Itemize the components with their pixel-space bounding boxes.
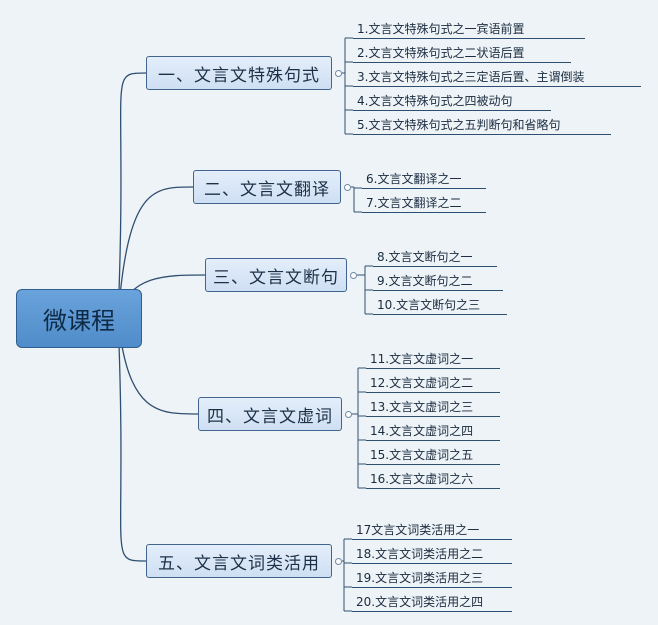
subtopic-item[interactable]: 9.文言文断句之二 <box>373 271 503 291</box>
subtopic-item[interactable]: 11.文言文虚词之一 <box>366 349 500 369</box>
branch-topic-4[interactable]: 四、文言文虚词 <box>198 397 342 431</box>
subtopic-item[interactable]: 2.文言文特殊句式之二状语后置 <box>353 43 571 63</box>
subtopic-item[interactable]: 15.文言文虚词之五 <box>366 445 500 465</box>
subtopic-item[interactable]: 3.文言文特殊句式之三定语后置、主谓倒装 <box>353 67 641 87</box>
branch-connector <box>117 317 147 562</box>
subtopic-item[interactable]: 7.文言文翻译之二 <box>362 193 486 213</box>
branch-topic-1[interactable]: 一、文言文特殊句式 <box>146 56 332 90</box>
collapse-toggle-icon[interactable] <box>350 272 357 279</box>
central-topic-label: 微课程 <box>43 307 115 335</box>
subtopic-item[interactable]: 13.文言文虚词之三 <box>366 397 500 417</box>
subtopic-item[interactable]: 18.文言文词类活用之二 <box>352 544 512 564</box>
subtopic-item[interactable]: 12.文言文虚词之二 <box>366 373 500 393</box>
branch-connector <box>117 186 194 319</box>
branch-topic-3[interactable]: 三、文言文断句 <box>205 258 347 292</box>
branch-topic-label: 五、文言文词类活用 <box>158 553 320 574</box>
subtopic-item[interactable]: 17文言文词类活用之一 <box>352 520 512 540</box>
subtopic-item[interactable]: 4.文言文特殊句式之四被动句 <box>353 91 551 111</box>
subtopic-item[interactable]: 20.文言文词类活用之四 <box>352 592 512 612</box>
collapse-toggle-icon[interactable] <box>335 70 342 77</box>
branch-topic-label: 三、文言文断句 <box>213 267 339 288</box>
collapse-toggle-icon[interactable] <box>344 184 351 191</box>
subtopic-item[interactable]: 16.文言文虚词之六 <box>366 469 500 489</box>
branch-topic-label: 一、文言文特殊句式 <box>158 65 320 86</box>
collapse-toggle-icon[interactable] <box>335 558 342 565</box>
subtopic-item[interactable]: 14.文言文虚词之四 <box>366 421 500 441</box>
branch-topic-2[interactable]: 二、文言文翻译 <box>193 170 341 204</box>
subtopic-item[interactable]: 8.文言文断句之一 <box>373 247 497 267</box>
subtopic-item[interactable]: 6.文言文翻译之一 <box>362 169 486 189</box>
subtopic-item[interactable]: 5.文言文特殊句式之五判断句和省略句 <box>353 115 611 135</box>
subtopic-item[interactable]: 19.文言文词类活用之三 <box>352 568 512 588</box>
branch-topic-label: 二、文言文翻译 <box>204 179 330 200</box>
collapse-toggle-icon[interactable] <box>345 411 352 418</box>
branch-topic-label: 四、文言文虚词 <box>207 406 333 427</box>
branch-connector <box>117 72 147 319</box>
branch-topic-5[interactable]: 五、文言文词类活用 <box>146 544 332 578</box>
central-topic[interactable]: 微课程 <box>16 289 142 348</box>
subtopic-item[interactable]: 10.文言文断句之三 <box>373 295 507 315</box>
subtopic-item[interactable]: 1.文言文特殊句式之一宾语前置 <box>353 19 585 39</box>
